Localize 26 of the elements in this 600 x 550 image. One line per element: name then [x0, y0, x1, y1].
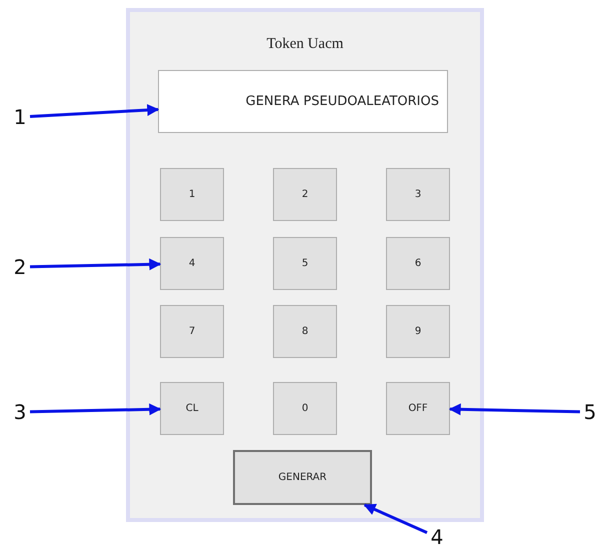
arrow — [30, 403, 162, 416]
key-button: 3 — [386, 168, 450, 221]
key-button: 4 — [160, 237, 224, 290]
window-title: Token Uacm — [266, 36, 344, 53]
generate-button: GENERAR — [233, 450, 372, 505]
key-button: 9 — [386, 305, 450, 358]
callout-number: 5 — [580, 401, 600, 423]
arrow — [448, 403, 580, 416]
arrow — [364, 504, 428, 534]
key-button: OFF — [386, 382, 450, 435]
app-window — [126, 8, 484, 522]
callout-number: 1 — [10, 106, 30, 128]
key-button: 0 — [273, 382, 337, 435]
key-button: CL — [160, 382, 224, 435]
key-button: 6 — [386, 237, 450, 290]
callout-number: 4 — [427, 526, 447, 548]
key-button: 5 — [273, 237, 337, 290]
key-button: 7 — [160, 305, 224, 358]
callout-number: 3 — [10, 401, 30, 423]
arrow — [30, 104, 160, 118]
key-button: 8 — [273, 305, 337, 358]
callout-number: 2 — [10, 256, 30, 278]
arrow — [30, 258, 162, 270]
key-button: 1 — [160, 168, 224, 221]
display-screen: GENERA PSEUDOALEATORIOS — [158, 70, 448, 133]
key-button: 2 — [273, 168, 337, 221]
